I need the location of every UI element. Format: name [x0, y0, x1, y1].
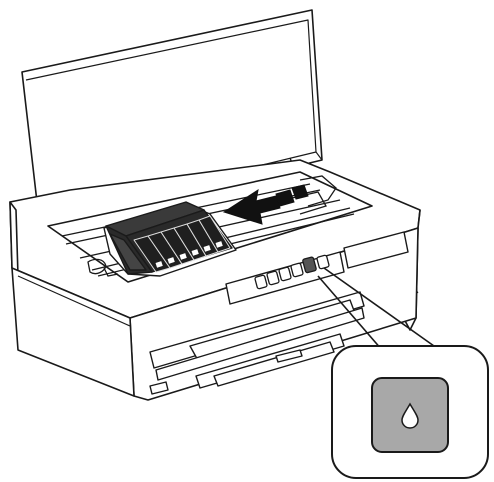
ink-button-callout — [332, 346, 488, 478]
panel-button-2 — [267, 271, 280, 285]
panel-button-1 — [255, 275, 268, 289]
panel-button-4 — [291, 263, 304, 277]
panel-button-6 — [317, 255, 330, 269]
panel-button-3 — [279, 267, 292, 281]
